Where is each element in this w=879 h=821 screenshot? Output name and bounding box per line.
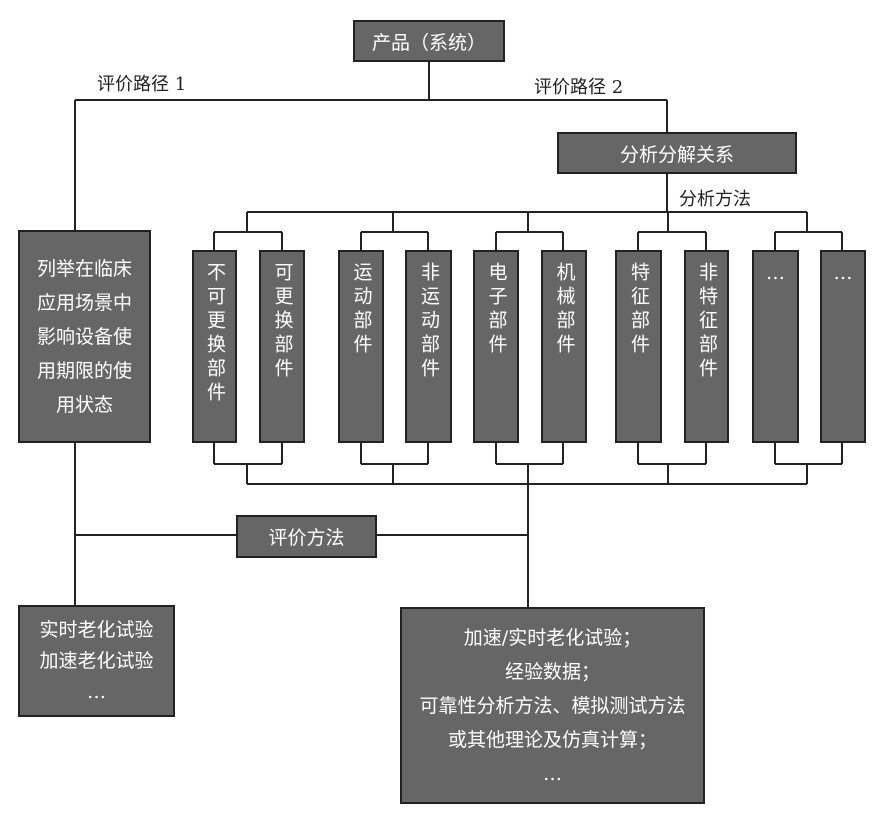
path2-method-line: 或其他理论及仿真计算； xyxy=(447,728,657,751)
product-system-box: 产品（系统） xyxy=(353,20,505,62)
path1-label: 评价路径 1 xyxy=(97,74,187,95)
part-label: 特征部件 xyxy=(628,262,650,358)
path2-methods-box: 加速/实时老化试验； 经验数据； 可靠性分析方法、模拟测试方法 或其他理论及仿真… xyxy=(400,607,705,804)
part-label: 不可更换部件 xyxy=(204,262,226,406)
usage-state-line: 应用场景中 xyxy=(36,291,132,314)
path2-method-line: 经验数据； xyxy=(504,660,600,683)
usage-state-line: 列举在临床 xyxy=(36,257,132,280)
analysis-method-label: 分析方法 xyxy=(679,189,751,210)
path2-method-line: 加速/实时老化试验； xyxy=(463,626,642,649)
usage-state-box: 列举在临床 应用场景中 影响设备使 用期限的使 用状态 xyxy=(18,230,151,443)
part-box-mechanical: 机械部件 xyxy=(541,250,587,443)
part-box-etc-right: … xyxy=(820,250,866,443)
part-label: … xyxy=(833,262,853,284)
part-label: 电子部件 xyxy=(485,262,508,358)
path1-method-line: 实时老化试验 xyxy=(39,618,154,641)
path1-methods-box: 实时老化试验 加速老化试验 … xyxy=(18,605,175,717)
part-box-etc-left: … xyxy=(752,250,799,443)
path2-method-line: 可靠性分析方法、模拟测试方法 xyxy=(419,694,686,717)
decomposition-box: 分析分解关系 xyxy=(557,132,797,174)
usage-state-line: 用期限的使 xyxy=(36,359,132,382)
part-box-electronic: 电子部件 xyxy=(473,250,519,443)
part-box-feature: 特征部件 xyxy=(615,250,662,443)
part-box-replaceable: 可更换部件 xyxy=(259,250,305,443)
part-box-moving: 运动部件 xyxy=(338,250,384,443)
part-box-non-feature: 非特征部件 xyxy=(684,250,729,443)
path2-label: 评价路径 2 xyxy=(534,77,624,98)
part-label: 非运动部件 xyxy=(418,262,440,382)
path1-method-line: … xyxy=(87,680,106,703)
part-label: 可更换部件 xyxy=(271,262,294,382)
product-system-label: 产品（系统） xyxy=(371,31,486,54)
decomposition-label: 分析分解关系 xyxy=(619,143,734,166)
usage-state-line: 用状态 xyxy=(55,393,113,416)
part-label: … xyxy=(766,262,785,284)
part-box-non-moving: 非运动部件 xyxy=(405,250,452,443)
eval-method-box: 评价方法 xyxy=(236,515,377,558)
part-label: 机械部件 xyxy=(553,262,576,358)
eval-method-label: 评价方法 xyxy=(268,527,345,549)
part-label: 非特征部件 xyxy=(696,262,718,382)
part-label: 运动部件 xyxy=(350,262,373,358)
path2-method-line: … xyxy=(543,762,562,785)
path1-method-line: 加速老化试验 xyxy=(39,649,154,672)
part-box-non-replaceable: 不可更换部件 xyxy=(192,250,237,443)
usage-state-line: 影响设备使 xyxy=(36,325,132,348)
